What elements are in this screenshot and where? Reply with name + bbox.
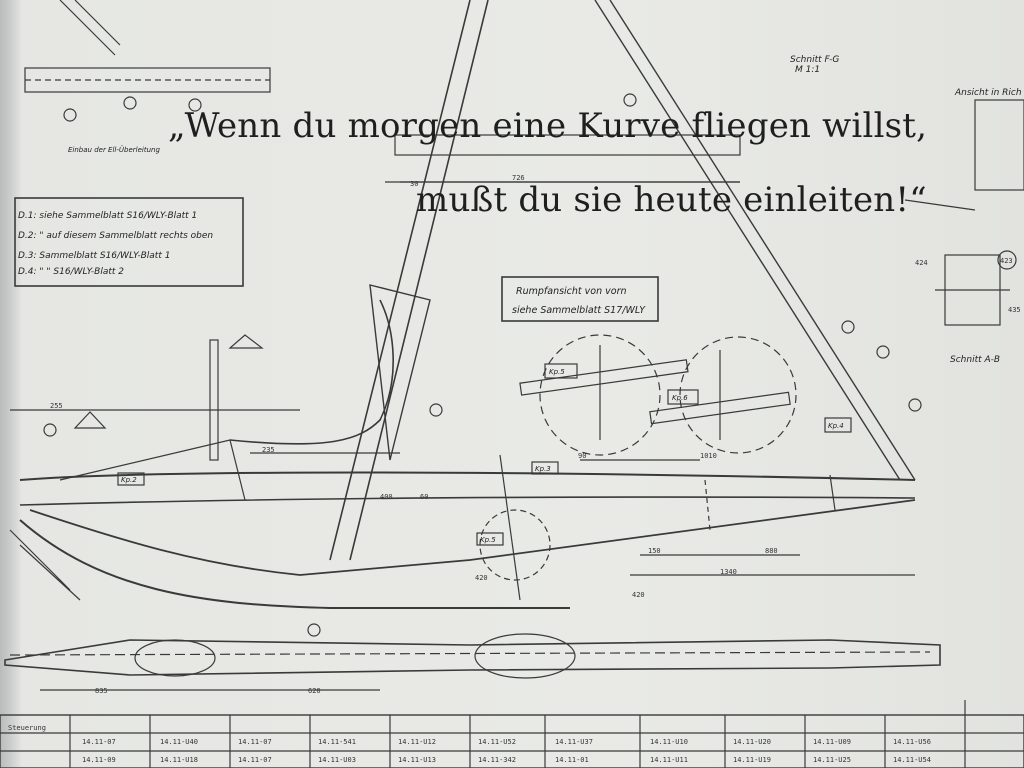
svg-text:14.11-U10: 14.11-U10 — [650, 738, 688, 746]
dim-424: 424 — [915, 259, 928, 267]
svg-text:14.11-07: 14.11-07 — [82, 738, 116, 746]
dim-726: 726 — [512, 174, 525, 182]
svg-text:14.11-07: 14.11-07 — [238, 756, 272, 764]
table-header: Steuerung — [8, 724, 46, 732]
svg-text:14.11-U25: 14.11-U25 — [813, 756, 851, 764]
kp-label-3: Kp.3 — [535, 465, 551, 473]
dim-423: 423 — [1000, 257, 1013, 265]
svg-text:14.11-07: 14.11-07 — [238, 738, 272, 746]
section-fg-label: Schnitt F-G — [790, 55, 839, 65]
dim-1340: 1340 — [720, 568, 737, 576]
dim-435: 435 — [1008, 306, 1021, 314]
kp-label-5: Kp.5 — [549, 368, 565, 376]
kp-label-2: Kp.2 — [121, 476, 137, 484]
dim-60: 60 — [420, 493, 428, 501]
svg-text:14.11-U13: 14.11-U13 — [398, 756, 436, 764]
dim-400: 400 — [380, 493, 393, 501]
svg-text:14.11-342: 14.11-342 — [478, 756, 516, 764]
dim-235: 235 — [262, 446, 275, 454]
svg-text:14.11-01: 14.11-01 — [555, 756, 589, 764]
svg-text:14.11-U37: 14.11-U37 — [555, 738, 593, 746]
quote-line-2: mußt du sie heute einleiten!“ — [416, 180, 927, 220]
dim-1010: 1010 — [700, 452, 717, 460]
dim-880: 880 — [765, 547, 778, 555]
note-1: D.1: siehe Sammelblatt S16/WLY-Blatt 1 — [18, 211, 197, 221]
parts-table: 14.11-07 14.11-U40 14.11-07 14.11-541 14… — [82, 738, 931, 764]
dim-90: 90 — [578, 452, 586, 460]
dim-420b: 420 — [632, 591, 645, 599]
scale-label: M 1:1 — [795, 65, 820, 75]
note-2: D.2: " auf diesem Sammelblatt rechts obe… — [18, 231, 213, 241]
dim-255: 255 — [50, 402, 63, 410]
svg-text:14.11-U18: 14.11-U18 — [160, 756, 198, 764]
dim-30: 30 — [410, 180, 418, 188]
dim-620: 620 — [308, 687, 321, 695]
note-4: D.4: " " S16/WLY-Blatt 2 — [18, 267, 124, 277]
svg-text:14.11-U12: 14.11-U12 — [398, 738, 436, 746]
dim-835: 835 — [95, 687, 108, 695]
svg-text:14.11-U40: 14.11-U40 — [160, 738, 198, 746]
section-ab-label: Schnitt A-B — [950, 355, 1000, 365]
front-view-label-2: siehe Sammelblatt S17/WLY — [512, 305, 646, 316]
svg-text:14.11-U20: 14.11-U20 — [733, 738, 771, 746]
note-3: D.3: Sammelblatt S16/WLY-Blatt 1 — [18, 251, 170, 261]
svg-text:14.11-541: 14.11-541 — [318, 738, 356, 746]
dim-420a: 420 — [475, 574, 488, 582]
kp-label-5b: Kp.5 — [480, 536, 496, 544]
svg-text:14.11-U09: 14.11-U09 — [813, 738, 851, 746]
svg-text:14.11-U03: 14.11-U03 — [318, 756, 356, 764]
dim-150: 150 — [648, 547, 661, 555]
quote-line-1: „Wenn du morgen eine Kurve fliegen wills… — [168, 106, 928, 146]
svg-text:14.11-U19: 14.11-U19 — [733, 756, 771, 764]
front-view-label-1: Rumpfansicht von vorn — [516, 286, 627, 297]
view-direction-label: Ansicht in Rich — [954, 88, 1022, 98]
svg-text:14.11-U54: 14.11-U54 — [893, 756, 931, 764]
svg-text:14.11-09: 14.11-09 — [82, 756, 116, 764]
kp-label-6: Kp.6 — [672, 394, 688, 402]
svg-text:14.11-U52: 14.11-U52 — [478, 738, 516, 746]
kp-label-4: Kp.4 — [828, 422, 844, 430]
svg-text:14.11-U11: 14.11-U11 — [650, 756, 688, 764]
svg-text:14.11-U56: 14.11-U56 — [893, 738, 931, 746]
installation-label: Einbau der Ell-Überleitung — [68, 145, 160, 154]
